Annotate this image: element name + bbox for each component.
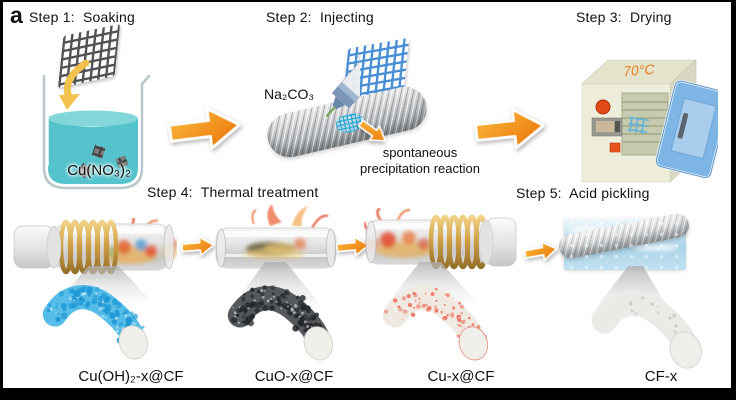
syringe-icon — [325, 54, 360, 118]
fiber-cuoh2-icon — [42, 285, 149, 360]
product2-label: CuO-x@CF — [254, 368, 334, 385]
arrow-right-icon — [474, 107, 546, 150]
oven-knob-icon — [595, 99, 611, 115]
product4-label: CF-x — [644, 368, 678, 385]
tube-furnace-1-icon — [13, 218, 177, 275]
step4-header: Step 4: Thermal treatment — [147, 184, 319, 200]
frame-border — [731, 0, 736, 400]
frame-border — [0, 0, 3, 400]
product3-label: Cu-x@CF — [427, 368, 495, 385]
arrow-right-icon — [523, 241, 558, 262]
bubbles — [564, 218, 686, 270]
arrow-right-icon — [167, 107, 242, 150]
frame-border — [0, 388, 736, 400]
beaker-icon — [42, 74, 150, 190]
reaction-note-line2: precipitation reaction — [360, 161, 480, 176]
product1-label: Cu(OH)₂-x@CF — [78, 368, 184, 385]
step3-header: Step 3: Drying — [576, 9, 672, 25]
step1-header: Step 1: Soaking — [29, 9, 135, 25]
reaction-note: spontaneous precipitation reaction — [350, 145, 490, 177]
panel-label: a — [10, 2, 23, 28]
fiber-cu-icon — [382, 286, 489, 361]
drop-arrow-icon — [59, 60, 90, 110]
arrow-right-icon — [180, 236, 215, 257]
step5-header: Step 5: Acid pickling — [516, 185, 650, 201]
step2-header: Step 2: Injecting — [266, 9, 374, 25]
oven-button-icon — [609, 142, 621, 153]
oven-display-icon — [596, 121, 614, 132]
acid-bath-icon — [556, 211, 692, 270]
drying-oven-icon — [581, 59, 718, 183]
arrow-right-icon — [335, 236, 370, 257]
frame-border — [0, 0, 736, 2]
fiber-cf-icon — [591, 290, 703, 369]
fiber-cuo-icon — [227, 285, 334, 361]
syringe-solution-label: Na₂CO₃ — [264, 86, 315, 102]
oven-door-handle-icon — [677, 112, 689, 139]
reaction-note-line1: spontaneous — [382, 145, 458, 160]
heating-coil-icon — [58, 219, 119, 275]
beaker-solution-label: Cu(NO₃)₂ — [67, 162, 131, 179]
oven-door-icon — [655, 79, 718, 179]
reaction-arrow-icon — [357, 119, 386, 142]
heating-coil-icon — [428, 214, 489, 270]
tube-furnace-2-icon — [215, 204, 337, 269]
oven-sample-mesh-icon — [627, 116, 650, 135]
tube-furnace-3-icon — [364, 208, 517, 270]
